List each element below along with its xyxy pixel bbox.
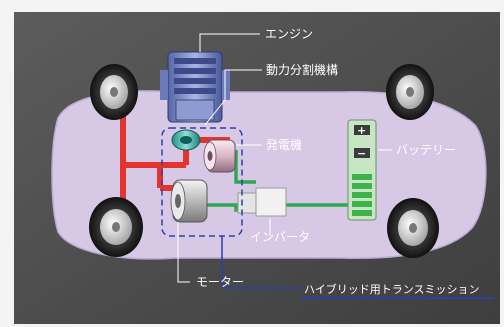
rear-right-wheel-icon xyxy=(387,198,439,258)
motor-leader-line xyxy=(177,222,190,283)
leader-lines xyxy=(177,33,392,283)
power-split-label: 動力分割機構 xyxy=(266,62,338,77)
rear-left-wheel-icon xyxy=(386,64,434,120)
battery-minus-mark: − xyxy=(357,147,366,160)
transmission-label: ハイブリッド用トランスミッション xyxy=(304,282,480,296)
power-split-device-icon xyxy=(171,129,201,151)
front-right-wheel-icon xyxy=(89,197,143,257)
battery-plus-mark: + xyxy=(357,124,366,137)
engine-label: エンジン xyxy=(265,27,313,41)
generator-to-inverter-line xyxy=(234,150,256,184)
motor-drum-icon xyxy=(170,179,208,223)
generator-drum-icon xyxy=(203,139,236,173)
inverter-label: インバータ xyxy=(250,230,310,244)
motor-label: モーター xyxy=(196,275,244,289)
transmission-leader-line xyxy=(221,236,302,289)
power-split-leader-line xyxy=(204,69,262,126)
battery-stack-icon xyxy=(347,119,377,221)
transmission-dashed-outline xyxy=(161,127,243,237)
engine-leader-line xyxy=(199,33,260,52)
inverter-box-icon xyxy=(237,187,287,217)
front-left-wheel-icon xyxy=(90,64,138,120)
engine-block-icon xyxy=(160,51,230,123)
generator-label: 発電機 xyxy=(266,137,302,152)
battery-label: バッテリー xyxy=(396,143,456,157)
